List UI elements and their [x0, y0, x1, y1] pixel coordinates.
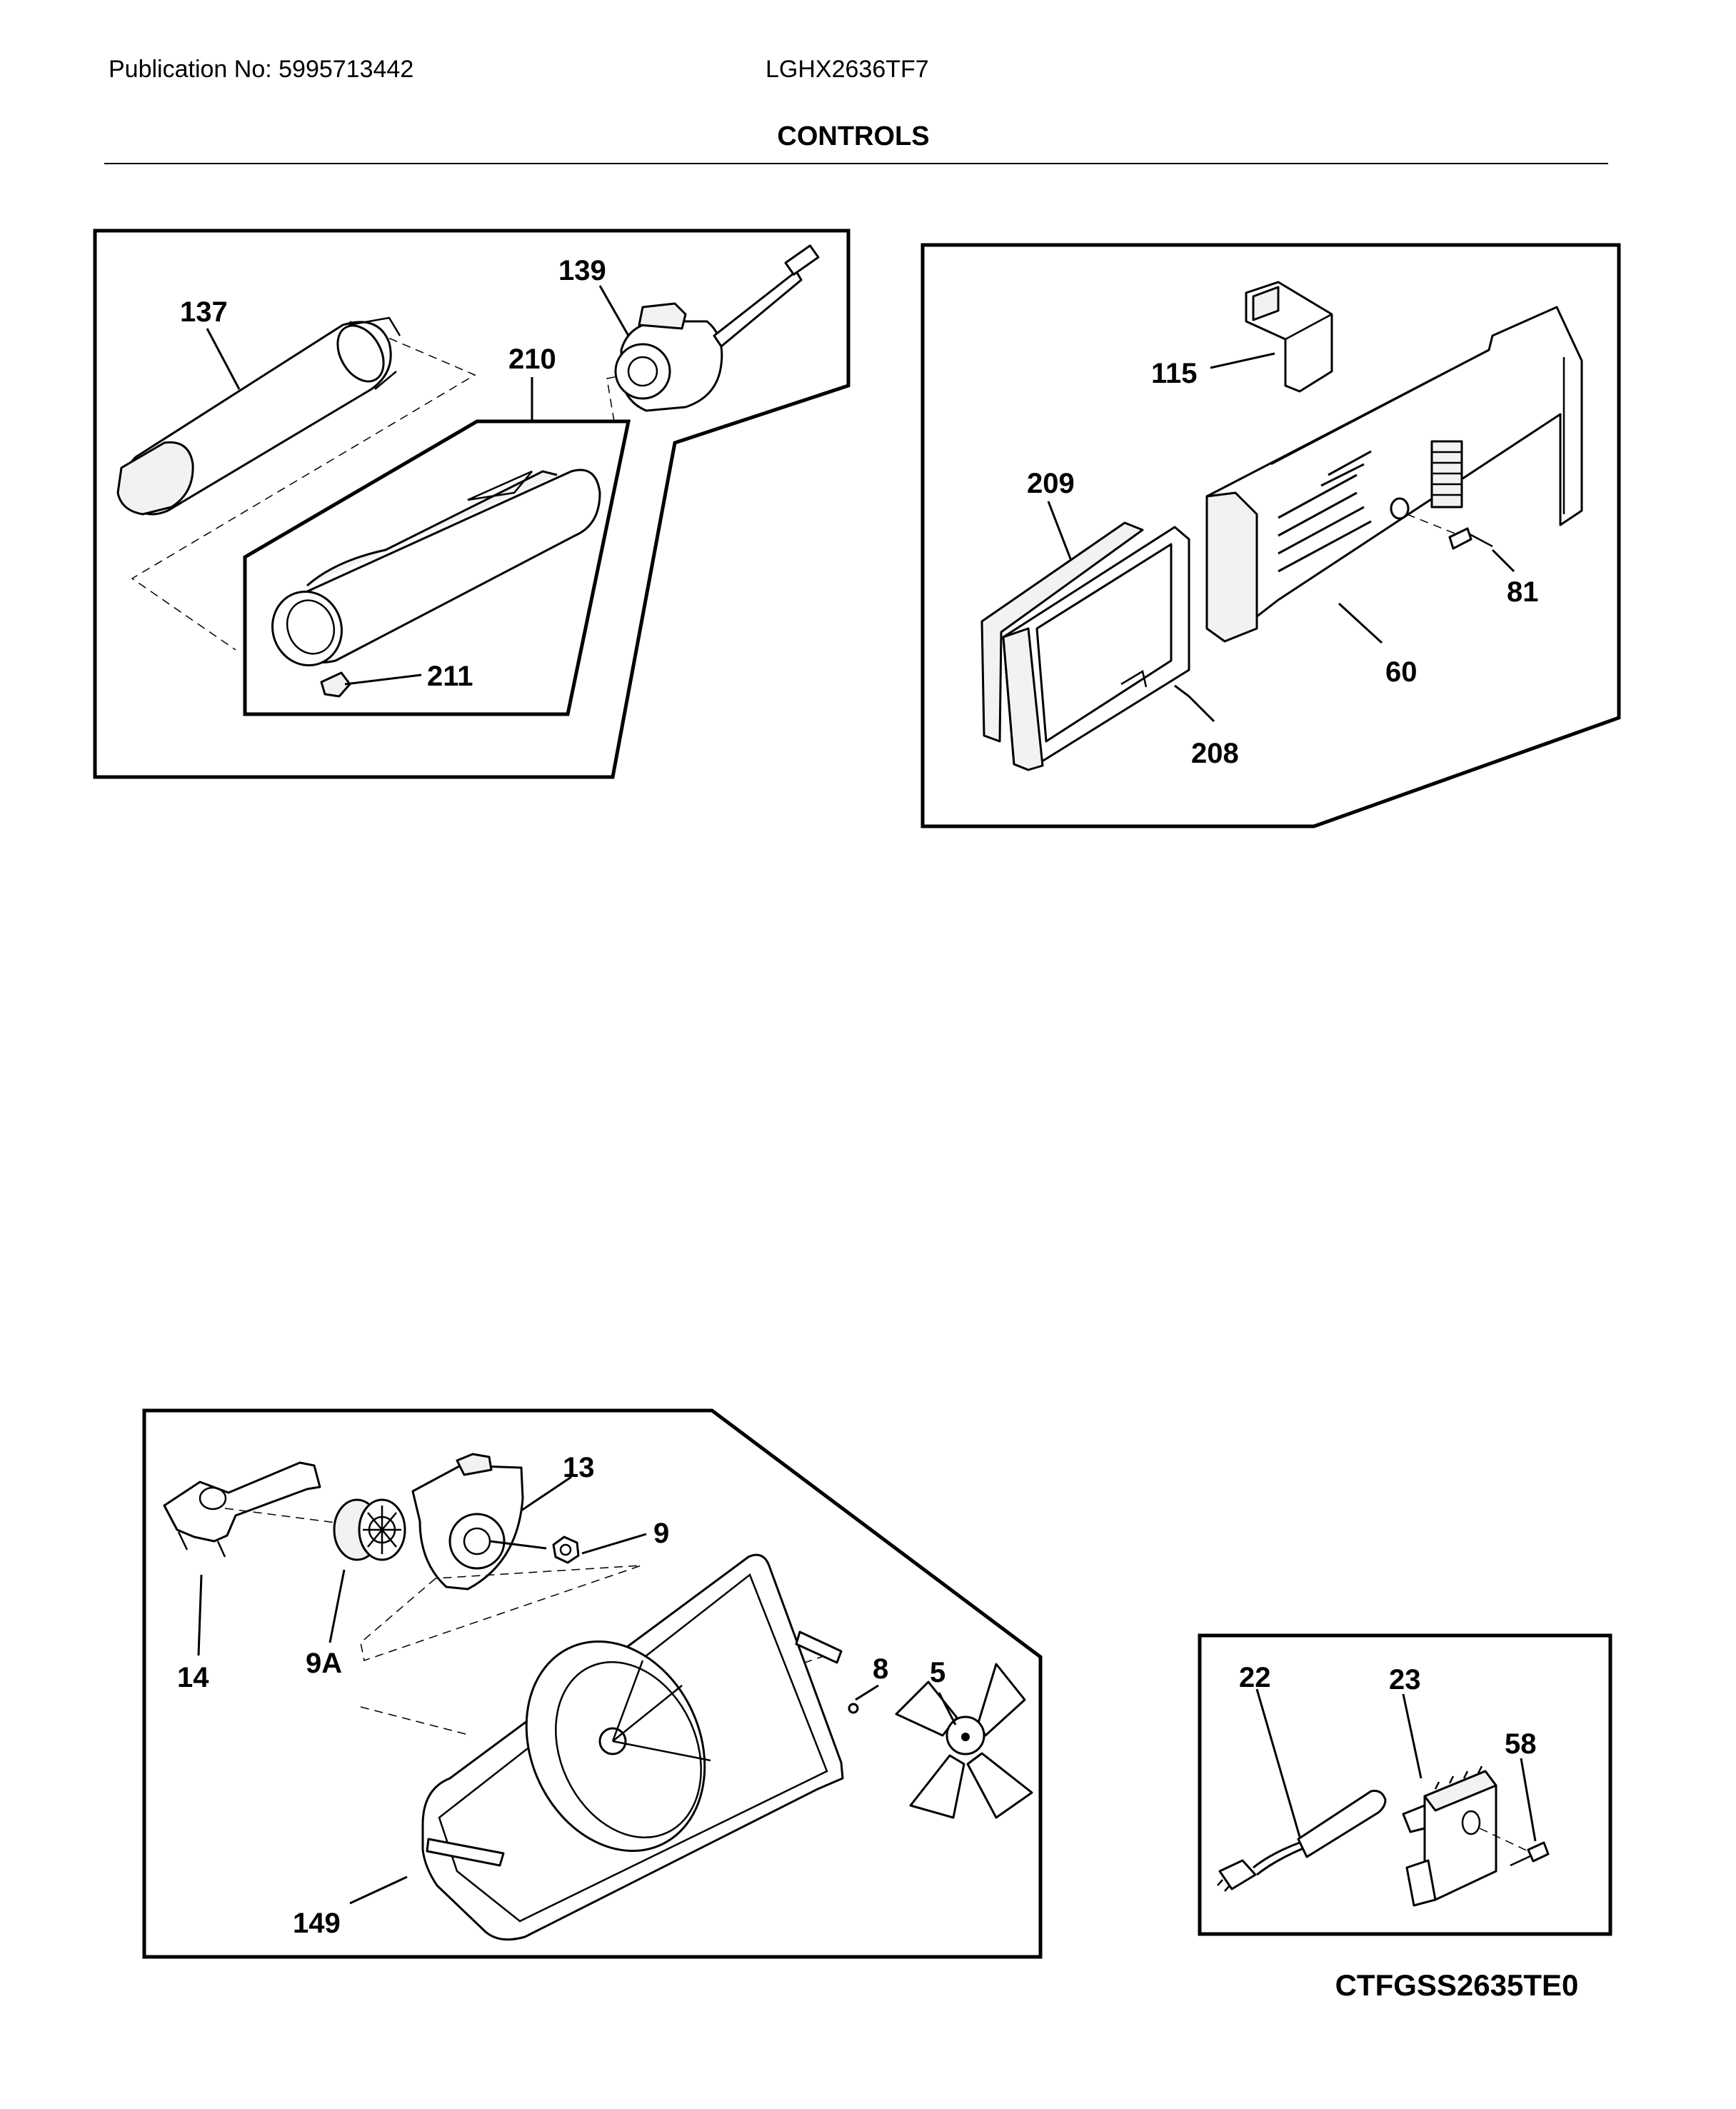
- panel-fan-assembly-frame: [142, 1408, 1043, 1959]
- blower-wheel: [333, 1498, 406, 1561]
- callout-60: 60: [1385, 656, 1418, 688]
- panel-control-housing-frame: [920, 243, 1621, 828]
- blower-housing-motor: [411, 1453, 547, 1590]
- callout-23: 23: [1389, 1664, 1421, 1695]
- fan-blade: [895, 1663, 1033, 1819]
- thermistor: [1217, 1790, 1387, 1892]
- catalog-code: CTFGSS2635TE0: [1335, 1968, 1579, 2002]
- sensor-connector: [1245, 281, 1333, 393]
- callout-14: 14: [177, 1662, 209, 1693]
- callout-8: 8: [873, 1653, 888, 1685]
- air-filter-frame: [1002, 526, 1190, 771]
- control-housing: [1205, 306, 1583, 643]
- panel-control-housing: 115 209 81 60 208: [920, 243, 1621, 828]
- header-rule: [104, 163, 1608, 164]
- fan-washer: [848, 1703, 859, 1714]
- callout-81: 81: [1507, 576, 1539, 608]
- publication-number: Publication No: 5995713442: [109, 56, 414, 83]
- filter-housing: [271, 469, 601, 667]
- filter-cartridge: [116, 316, 401, 516]
- callout-210: 210: [508, 344, 556, 375]
- cover-screw: [1479, 1828, 1550, 1867]
- panel-thermistor: 22 23 58: [1198, 1633, 1612, 1936]
- filter-head: [614, 244, 820, 412]
- callout-139: 139: [558, 255, 606, 286]
- callout-9A: 9A: [306, 1648, 342, 1679]
- thermistor-cover: [1402, 1765, 1497, 1907]
- fan-shroud: [421, 1553, 844, 1941]
- panel-fan-assembly: 13 9 14 9A 8 5 149: [142, 1408, 1043, 1959]
- filter-housing-group-frame: [243, 419, 631, 716]
- mounting-screw: [1406, 514, 1493, 550]
- callout-208: 208: [1191, 738, 1239, 769]
- panel-water-filter: 137 139 210 211: [93, 229, 851, 779]
- callout-115: 115: [1151, 358, 1198, 389]
- section-title: CONTROLS: [777, 121, 930, 151]
- panel-thermistor-frame: [1198, 1633, 1612, 1936]
- callout-209: 209: [1027, 468, 1075, 499]
- callout-22: 22: [1239, 1662, 1271, 1693]
- callout-9: 9: [653, 1518, 669, 1549]
- housing-clip: [320, 671, 351, 698]
- callout-137: 137: [180, 296, 228, 328]
- model-number: LGHX2636TF7: [766, 56, 929, 83]
- callout-149: 149: [293, 1908, 341, 1939]
- fan-nut: [552, 1536, 580, 1564]
- panel-water-filter-frame: [93, 229, 851, 779]
- callout-5: 5: [930, 1657, 945, 1688]
- motor-bracket: [163, 1461, 321, 1558]
- callout-13: 13: [563, 1452, 595, 1483]
- callout-211: 211: [427, 661, 473, 692]
- callout-58: 58: [1505, 1728, 1537, 1760]
- air-filter-media: [980, 521, 1144, 743]
